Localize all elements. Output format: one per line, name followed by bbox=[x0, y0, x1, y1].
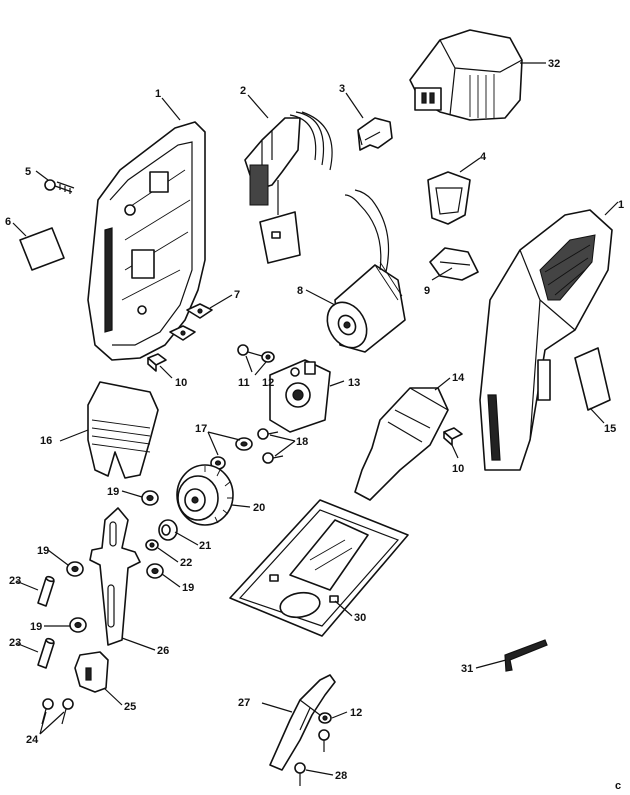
washer-19c bbox=[146, 563, 164, 579]
switch-2 bbox=[244, 111, 333, 264]
label-16: 16 bbox=[40, 435, 52, 447]
label-2: 2 bbox=[240, 85, 246, 97]
nuts-7 bbox=[169, 303, 213, 341]
nose-cone-14 bbox=[354, 387, 449, 501]
battery-pack-32 bbox=[409, 29, 523, 121]
screw-18a bbox=[257, 428, 279, 440]
label-27: 27 bbox=[238, 697, 250, 709]
screw-28a bbox=[318, 729, 330, 752]
label-19-b: 19 bbox=[37, 545, 49, 557]
washer-12-top bbox=[261, 351, 275, 363]
label-12-bottom: 12 bbox=[350, 707, 362, 719]
gear-20 bbox=[176, 464, 234, 526]
label-10-right: 10 bbox=[452, 463, 464, 475]
nut-22 bbox=[145, 539, 159, 551]
label-8: 8 bbox=[297, 285, 303, 297]
screw-11 bbox=[237, 344, 263, 357]
label-25: 25 bbox=[124, 701, 136, 713]
label-23-b: 23 bbox=[9, 637, 21, 649]
screw-5 bbox=[44, 179, 75, 194]
label-18: 18 bbox=[296, 436, 308, 448]
label-20: 20 bbox=[253, 502, 265, 514]
label-plate-15 bbox=[574, 347, 611, 411]
label-26: 26 bbox=[157, 645, 169, 657]
pad-10-left bbox=[147, 353, 167, 372]
housing-left-half bbox=[87, 121, 206, 361]
label-30: 30 bbox=[354, 612, 366, 624]
label-plate-6 bbox=[19, 227, 65, 271]
pin-23a bbox=[37, 575, 55, 607]
blade-clamp-25 bbox=[74, 651, 109, 693]
label-9: 9 bbox=[424, 285, 430, 297]
label-1-right: 1 bbox=[618, 199, 624, 211]
bracket-13 bbox=[269, 359, 331, 433]
copyright-mark: c bbox=[615, 780, 621, 792]
label-11: 11 bbox=[238, 377, 250, 389]
label-19-a: 19 bbox=[107, 486, 119, 498]
label-6: 6 bbox=[5, 216, 11, 228]
housing-right-half bbox=[479, 209, 613, 471]
clip-9 bbox=[429, 247, 479, 281]
clip-3 bbox=[357, 117, 393, 151]
label-31: 31 bbox=[461, 663, 473, 675]
label-28: 28 bbox=[335, 770, 347, 782]
plunger-26 bbox=[89, 507, 141, 646]
screw-28b bbox=[294, 762, 306, 786]
label-19-c: 19 bbox=[182, 582, 194, 594]
washer-17a bbox=[235, 437, 253, 451]
base-plate-30 bbox=[229, 499, 409, 637]
blade-holder-27 bbox=[269, 674, 336, 771]
label-23-a: 23 bbox=[9, 575, 21, 587]
leader-lines bbox=[12, 62, 619, 776]
label-17: 17 bbox=[195, 423, 207, 435]
label-3: 3 bbox=[339, 83, 345, 95]
label-10-left: 10 bbox=[175, 377, 187, 389]
label-13: 13 bbox=[348, 377, 360, 389]
label-5: 5 bbox=[25, 166, 31, 178]
pad-10-right bbox=[443, 427, 463, 446]
screw-24b bbox=[61, 698, 74, 725]
holder-4 bbox=[427, 171, 471, 225]
label-22: 22 bbox=[180, 557, 192, 569]
label-12-top: 12 bbox=[262, 377, 274, 389]
label-32: 32 bbox=[548, 58, 560, 70]
motor-8 bbox=[326, 189, 406, 353]
label-1-left: 1 bbox=[155, 88, 161, 100]
part-labels: 1 1 2 3 4 5 6 7 8 9 10 10 11 12 12 13 14… bbox=[5, 58, 624, 792]
bushing-21 bbox=[158, 519, 178, 541]
hex-key-31 bbox=[504, 639, 548, 672]
label-21: 21 bbox=[199, 540, 211, 552]
washer-19b bbox=[66, 561, 84, 577]
label-4: 4 bbox=[480, 151, 487, 163]
washer-19d bbox=[69, 617, 87, 633]
screw-18b bbox=[262, 452, 284, 464]
pin-23b bbox=[37, 637, 55, 669]
label-24: 24 bbox=[26, 734, 39, 746]
washer-19a bbox=[141, 490, 159, 506]
label-14: 14 bbox=[452, 372, 465, 384]
label-15: 15 bbox=[604, 423, 616, 435]
washer-12-bottom bbox=[318, 712, 332, 724]
label-19-d: 19 bbox=[30, 621, 42, 633]
label-7: 7 bbox=[234, 289, 240, 301]
shroud-16 bbox=[87, 381, 159, 479]
screw-24a bbox=[41, 698, 54, 725]
